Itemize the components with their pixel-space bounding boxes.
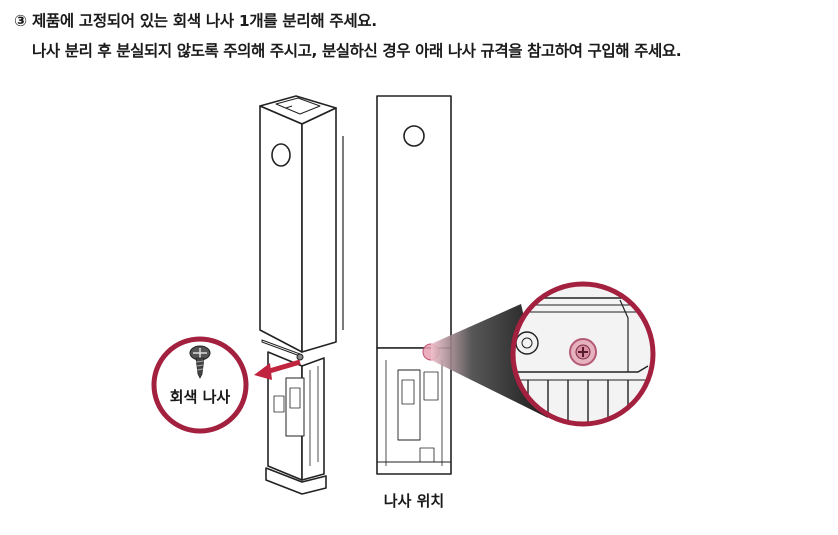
step-text: 제품에 고정되어 있는 회색 나사 1개를 분리해 주세요. (31, 12, 377, 30)
phillips-screw-icon (569, 338, 597, 366)
step-number: ③ (14, 12, 27, 30)
note-text: 나사 분리 후 분실되지 않도록 주의해 주시고, 분실하신 경우 아래 나사 … (32, 42, 682, 60)
step-instruction: ③ 제품에 고정되어 있는 회색 나사 1개를 분리해 주세요. (14, 10, 377, 32)
screw-label: 회색 나사 (170, 388, 231, 406)
product-front-view (376, 95, 452, 475)
screw-location-label: 나사 위치 (384, 492, 444, 510)
screw-callout: 회색 나사 (151, 336, 249, 434)
zoom-callout (510, 281, 656, 427)
removal-arrow (254, 359, 301, 380)
product-side-view (259, 95, 344, 495)
screw-icon (189, 345, 211, 379)
